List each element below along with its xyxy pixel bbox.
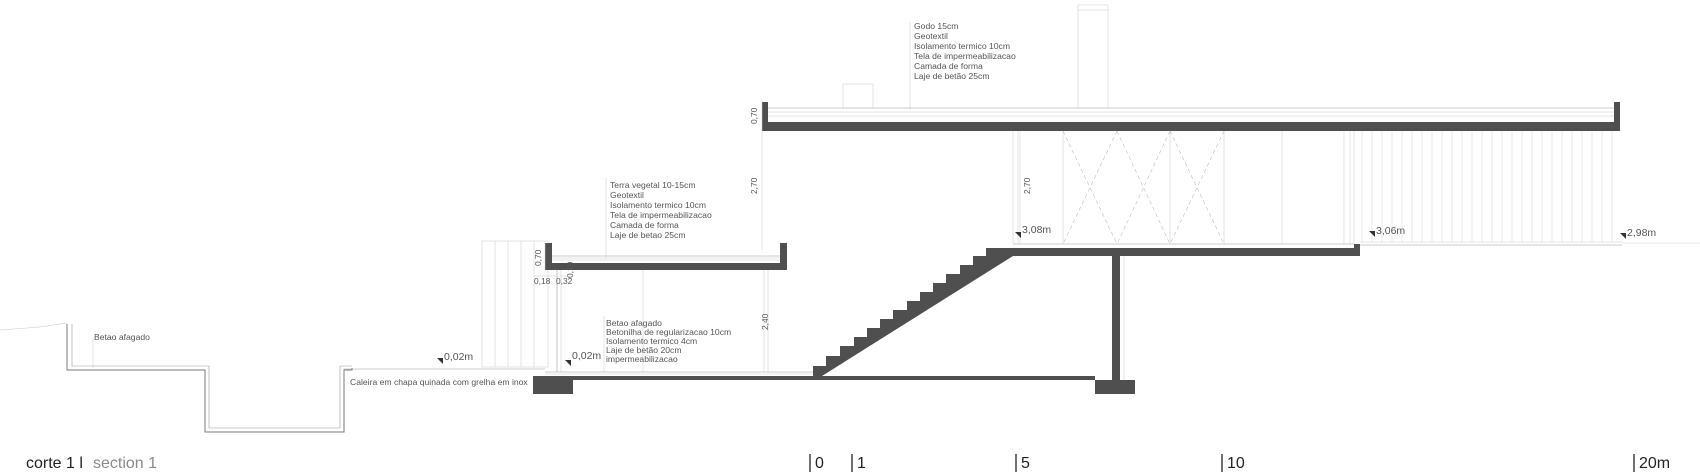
svg-text:Betonilha de regularizacao 10c: Betonilha de regularizacao 10cm — [606, 327, 731, 337]
low-roof-parapet-right — [780, 243, 787, 270]
svg-text:Laje de betao 25cm: Laje de betao 25cm — [610, 230, 686, 240]
garden-wall-hatch — [494, 241, 535, 367]
caption-main: corte 1 l — [26, 455, 83, 472]
ground-slab — [545, 376, 1095, 380]
svg-text:Camada de forma: Camada de forma — [610, 220, 679, 230]
dim-offset-a: 0,18 — [534, 276, 551, 286]
note-floor: Betao afagado Betonilha de regularizacao… — [606, 318, 731, 364]
ground-footing-right — [1095, 380, 1135, 394]
svg-text:Terra vegetal 10-15cm: Terra vegetal 10-15cm — [610, 180, 696, 190]
svg-text:impermeabilizacao: impermeabilizacao — [606, 354, 678, 364]
scale-label-10: 10 — [1227, 455, 1245, 472]
svg-text:2,98m: 2,98m — [1627, 227, 1656, 239]
svg-text:3,08m: 3,08m — [1022, 224, 1051, 236]
scale-bar: 0 1 5 10 20m — [809, 454, 1670, 472]
svg-text:Geotextil: Geotextil — [914, 31, 948, 41]
main-roof-slab — [762, 122, 1620, 131]
chimney-small — [842, 83, 874, 109]
level-upper-right: 3,06m — [1369, 225, 1405, 237]
svg-text:Tela de impermeabilizacao: Tela de impermeabilizacao — [610, 210, 712, 220]
svg-text:Laje de betão 20cm: Laje de betão 20cm — [606, 345, 682, 355]
svg-text:Camada de forma: Camada de forma — [914, 61, 983, 71]
right-facade-hatch — [1361, 131, 1613, 242]
scale-label-1: 1 — [857, 455, 866, 472]
door-swing-lines — [1062, 130, 1225, 245]
level-ground-floor: 0,02m — [565, 350, 601, 366]
note-gutter: Caleira em chapa quinada com grelha em i… — [350, 377, 528, 387]
garden-wall — [481, 240, 549, 368]
scale-label-0: 0 — [815, 455, 824, 472]
upper-glazing — [1012, 131, 1355, 244]
caption-sub: section 1 — [93, 455, 157, 472]
outdoor-terrace — [66, 324, 353, 433]
main-roof-parapet-left — [762, 102, 768, 122]
terrain-line — [0, 322, 68, 331]
svg-text:Betao afagado: Betao afagado — [606, 318, 662, 328]
scale-label-20: 20m — [1639, 455, 1670, 472]
note-roof-main: Godo 15cm Geotextil Isolamento termico 1… — [914, 21, 1016, 81]
note-outside-floor: Betao afagado — [94, 332, 150, 342]
ground-footing-left — [533, 376, 573, 394]
column — [1112, 256, 1120, 380]
outdoor-terrace-inner — [71, 324, 352, 429]
svg-text:Isolamento termico 4cm: Isolamento termico 4cm — [606, 336, 697, 346]
low-roof-slab — [545, 263, 787, 270]
svg-text:0,02m: 0,02m — [444, 351, 473, 363]
level-terrace-left: 0,02m — [437, 351, 473, 364]
dimension-lines — [544, 100, 1021, 372]
svg-text:3,06m: 3,06m — [1376, 225, 1405, 237]
dim-low-roof-thickness: 0,70 — [533, 249, 543, 266]
dim-offset-b: 0,32 — [556, 276, 573, 286]
svg-text:Laje de betão 25cm: Laje de betão 25cm — [914, 71, 990, 81]
stair-steps — [813, 248, 1013, 376]
upper-slab-end — [1354, 244, 1360, 256]
upper-slab — [1013, 248, 1360, 256]
svg-text:Geotextil: Geotextil — [610, 190, 644, 200]
dim-upper-height-right: 2,70 — [1022, 177, 1032, 194]
dim-ground-height: 2,40 — [760, 313, 770, 330]
dim-low-roof-step: 0,10 — [565, 261, 575, 278]
dim-roof-main-thickness: 0,70 — [749, 107, 759, 124]
main-roof-parapet-right — [1614, 102, 1620, 122]
dim-upper-height: 2,70 — [749, 177, 759, 194]
chimney-tall — [1077, 4, 1109, 109]
svg-text:Isolamento termico 10cm: Isolamento termico 10cm — [610, 200, 706, 210]
level-upper-floor: 3,08m — [1015, 224, 1051, 238]
svg-text:Tela de impermeabilizacao: Tela de impermeabilizacao — [914, 51, 1016, 61]
level-terrace-right: 2,98m — [1620, 227, 1656, 239]
svg-text:Godo 15cm: Godo 15cm — [914, 21, 958, 31]
note-roof-low: Terra vegetal 10-15cm Geotextil Isolamen… — [610, 180, 712, 240]
low-roof-parapet-left — [545, 243, 552, 263]
svg-text:Isolamento termico 10cm: Isolamento termico 10cm — [914, 41, 1010, 51]
svg-text:0,02m: 0,02m — [572, 350, 601, 362]
scale-label-5: 5 — [1021, 455, 1030, 472]
